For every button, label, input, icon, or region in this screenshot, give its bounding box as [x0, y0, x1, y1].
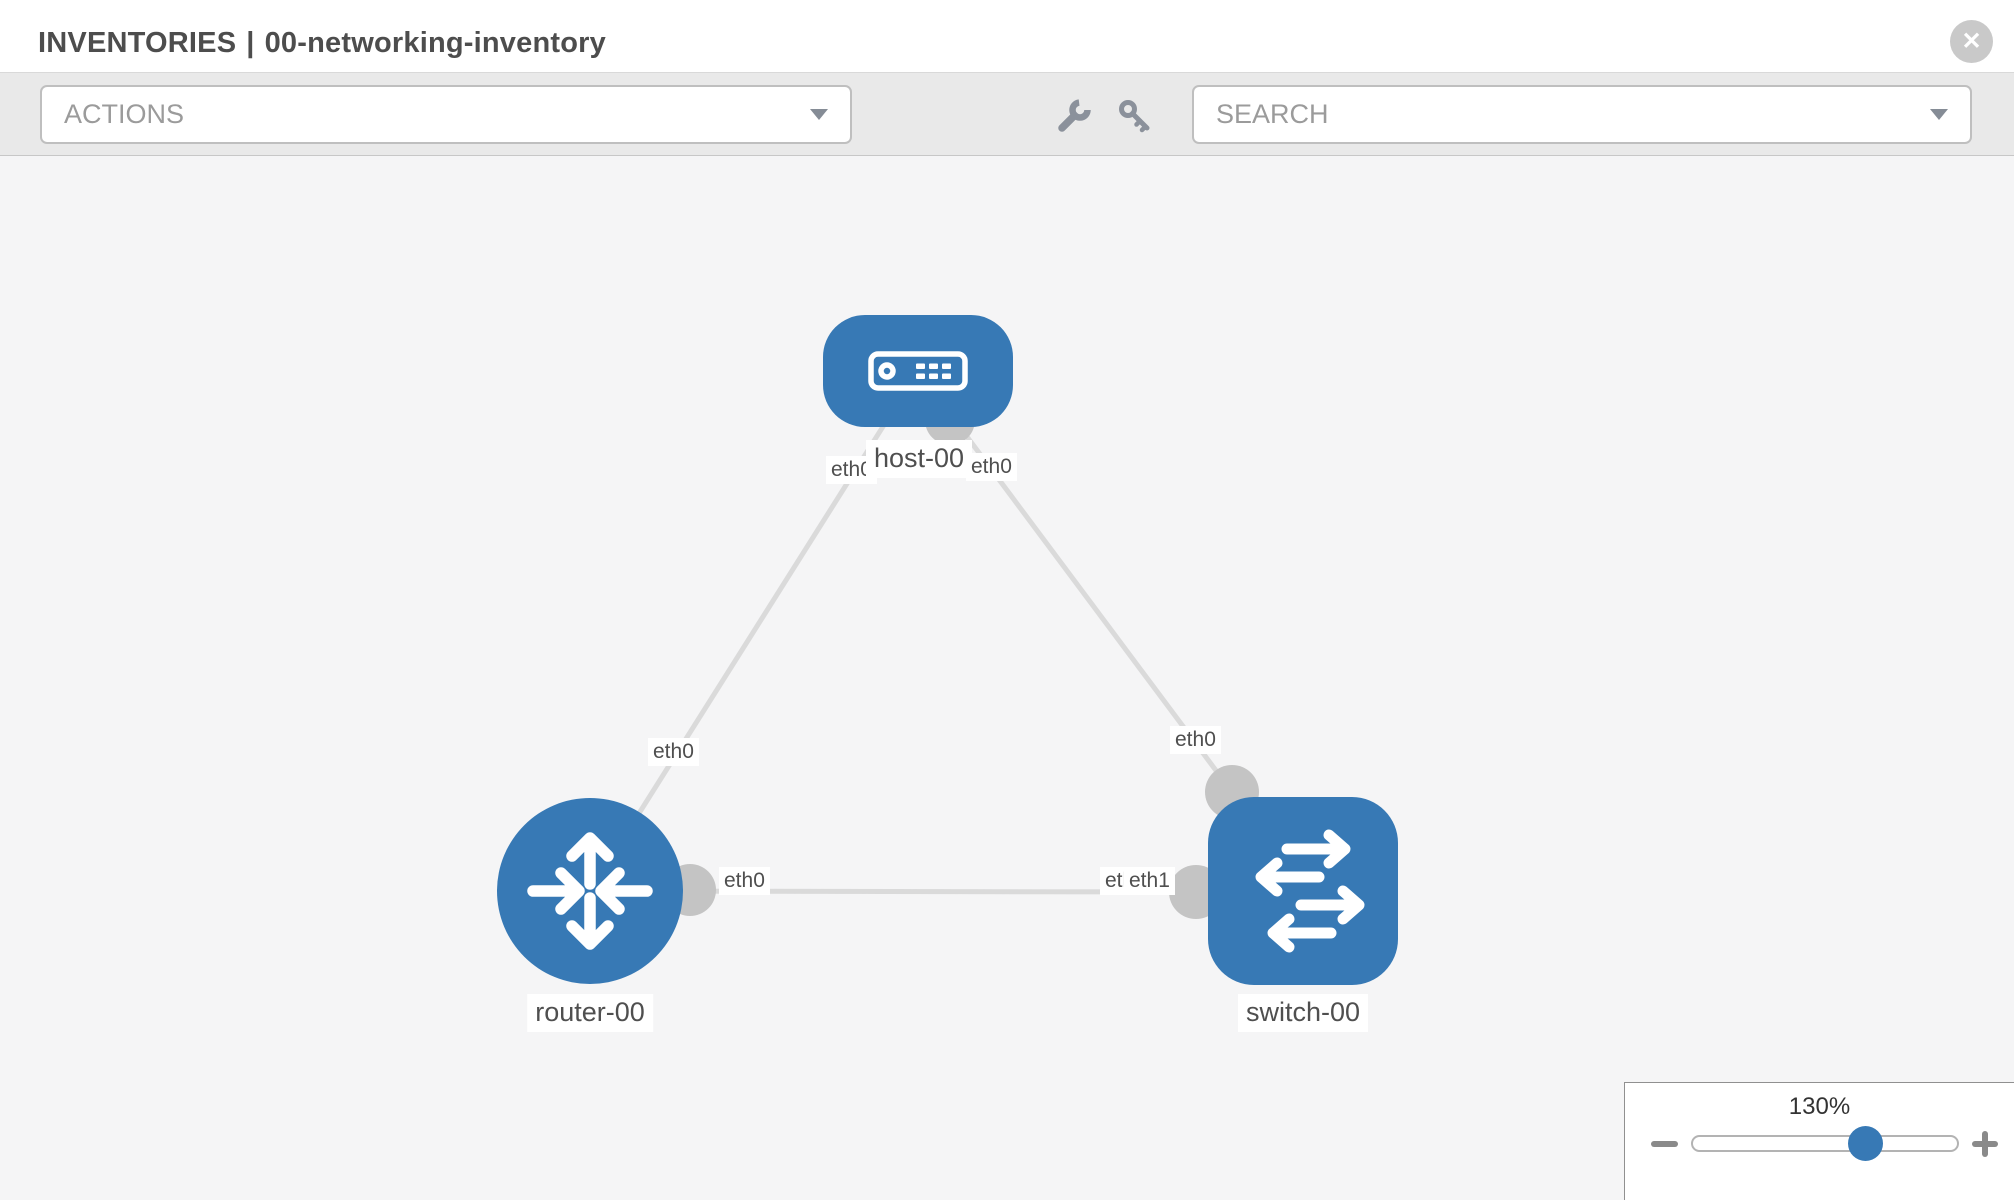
zoom-panel: 130%	[1624, 1082, 2014, 1200]
node-label-router-00: router-00	[527, 994, 653, 1032]
switch-icon	[1255, 829, 1365, 953]
node-switch-00[interactable]	[1208, 797, 1398, 985]
title-section: INVENTORIES	[38, 27, 237, 59]
interface-label-eth0: eth0	[966, 453, 1017, 482]
node-host-00[interactable]	[823, 315, 1013, 427]
toolbar: ACTIONS SEARCH	[0, 72, 2014, 156]
header: INVENTORIES | 00-networking-inventory ✕	[0, 0, 2014, 72]
node-label-host-00: host-00	[866, 440, 973, 478]
chevron-down-icon	[1930, 109, 1948, 120]
interface-label-eth0: eth0	[1170, 726, 1221, 755]
search-dropdown-label: SEARCH	[1216, 99, 1329, 129]
node-router-00[interactable]	[497, 798, 683, 984]
topology-canvas[interactable]: host-00 router-00 switch-00 eth0 eth0 et…	[0, 156, 2014, 1200]
node-label-switch-00: switch-00	[1237, 994, 1369, 1032]
topology-links-layer	[587, 369, 1259, 919]
inventory-name: 00-networking-inventory	[264, 27, 606, 59]
interface-label-eth0: eth0	[648, 738, 699, 767]
zoom-slider-handle[interactable]	[1848, 1126, 1883, 1161]
actions-dropdown[interactable]: ACTIONS	[40, 85, 852, 144]
wrench-icon[interactable]	[1054, 98, 1092, 136]
zoom-out-button[interactable]	[1651, 1141, 1678, 1147]
chevron-down-icon	[810, 109, 828, 120]
toolbar-icons	[1054, 98, 1154, 136]
search-dropdown[interactable]: SEARCH	[1192, 85, 1972, 144]
interface-label-eth0: eth0	[719, 867, 770, 896]
title-separator: |	[246, 27, 255, 59]
actions-dropdown-label: ACTIONS	[64, 99, 185, 129]
close-button[interactable]: ✕	[1950, 20, 1993, 63]
key-icon[interactable]	[1116, 98, 1154, 136]
zoom-slider[interactable]	[1691, 1126, 1959, 1161]
interface-label-eth0: eth0	[826, 456, 877, 485]
host-icon	[868, 351, 968, 391]
page-title: INVENTORIES | 00-networking-inventory	[38, 27, 606, 60]
interface-label-eth1: eth1	[1124, 867, 1175, 896]
zoom-in-button[interactable]	[1972, 1131, 1998, 1157]
router-icon	[527, 832, 653, 950]
zoom-level-readout: 130%	[1788, 1093, 1851, 1120]
close-icon: ✕	[1961, 27, 1982, 55]
